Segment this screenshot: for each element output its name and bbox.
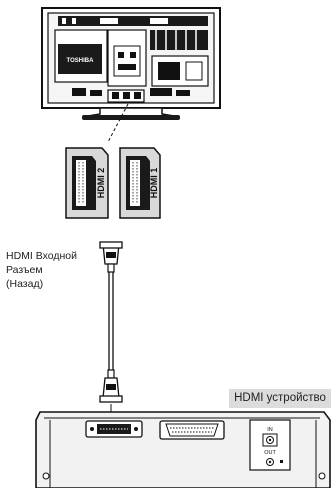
- hdmi-port-2-label: HDMI 2: [96, 168, 106, 199]
- hdmi-device: IN OUT: [35, 411, 331, 488]
- hdmi-input-label-line-1: HDMI Входной: [6, 250, 78, 262]
- hdmi-port-1: HDMI 1: [119, 147, 161, 219]
- hdmi-input-label-line-2: Разъем: [6, 264, 43, 276]
- callout-line: [107, 103, 129, 143]
- hdmi-cable: [99, 241, 123, 421]
- hdmi-port-2: HDMI 2: [65, 147, 109, 219]
- tv-rear-view: TOSHIBA: [41, 7, 221, 120]
- av-in-label: IN: [267, 427, 273, 433]
- tv-brand: TOSHIBA: [67, 58, 95, 64]
- hdmi-input-label-line-3: (Назад): [6, 278, 44, 290]
- hdmi-device-tag: HDMI устройство: [229, 389, 331, 408]
- av-out-label: OUT: [264, 450, 276, 456]
- hdmi-port-1-label: HDMI 1: [149, 168, 159, 199]
- hdmi-input-label: HDMI Входной Разъем (Назад): [6, 249, 96, 291]
